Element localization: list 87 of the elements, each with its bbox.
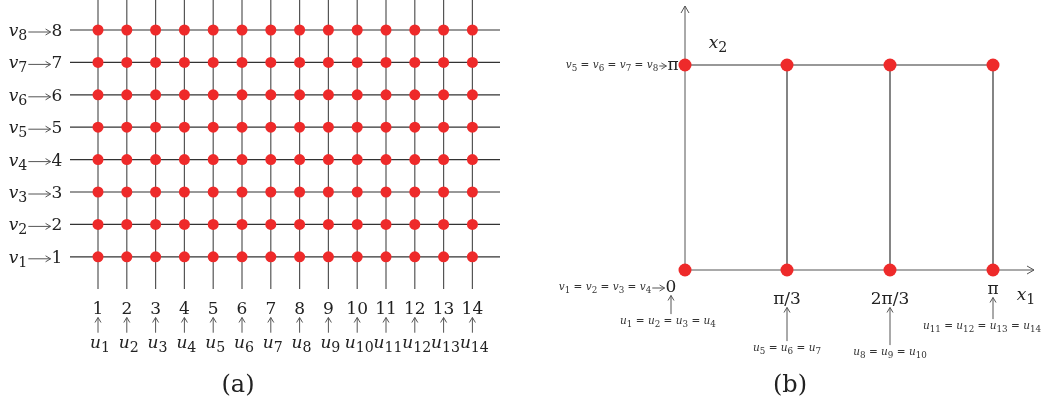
tick-label: 9 (323, 299, 334, 317)
tick-label: 3 (51, 183, 63, 201)
variable-label: u$_{10}$ (344, 333, 374, 355)
variable-label: u$_{9}$ (320, 333, 341, 355)
tick-label: 10 (346, 299, 368, 317)
arrow (651, 284, 666, 292)
panel-label: (a) (221, 372, 255, 396)
tick-label: 1 (92, 299, 104, 317)
tick-label: 7 (265, 299, 277, 317)
arrow (353, 317, 361, 334)
tick-label: π (987, 279, 999, 297)
variable-label: u$_{2}$ (118, 333, 139, 355)
axis-label: x$_{1}$ (1016, 285, 1036, 307)
variable-label: u$_{12}$ (402, 333, 432, 355)
arrow (324, 317, 332, 334)
arrow (783, 307, 791, 342)
equation-label: u$_{1}$ = u$_{2}$ = u$_{3}$ = u$_{4}$ (620, 315, 716, 329)
tick-label: 2 (51, 215, 63, 233)
arrow (27, 222, 52, 230)
arrow (152, 317, 160, 334)
axis-label: x$_{2}$ (708, 33, 728, 55)
variable-label: v$_{7}$ (8, 54, 28, 75)
arrow (27, 28, 52, 36)
tick-label: 11 (375, 299, 397, 317)
tick-label: 13 (432, 299, 455, 317)
variable-label: v$_{6}$ (8, 86, 28, 108)
tick-label: 8 (51, 21, 63, 39)
tick-label: 5 (207, 299, 219, 317)
tick-label: 6 (236, 299, 248, 317)
arrow (382, 317, 390, 334)
arrow (989, 297, 997, 320)
tick-label: π/3 (773, 289, 801, 307)
equation-label: v$_{1}$ = v$_{2}$ = v$_{3}$ = v$_{4}$ (558, 281, 652, 295)
equation-label: u$_{5}$ = u$_{6}$ = u$_{7}$ (753, 342, 821, 356)
arrow (123, 317, 131, 334)
arrow (27, 158, 52, 166)
tick-label: 12 (404, 299, 426, 317)
tick-label: 5 (51, 118, 63, 136)
tick-label: π (667, 55, 679, 73)
arrow (468, 317, 476, 334)
variable-label: u$_{8}$ (291, 333, 312, 355)
tick-label: 3 (150, 299, 161, 317)
variable-label: u$_{13}$ (431, 333, 461, 355)
variable-label: v$_{2}$ (8, 216, 28, 237)
tick-label: 0 (665, 277, 677, 295)
variable-label: u$_{3}$ (147, 333, 168, 355)
arrow (94, 317, 102, 334)
arrow (209, 317, 217, 334)
variable-label: v$_{5}$ (8, 118, 28, 140)
tick-label: 1 (51, 248, 63, 266)
tick-label: 7 (51, 53, 63, 71)
arrow (180, 317, 188, 334)
variable-label: u$_{4}$ (176, 333, 197, 355)
variable-label: u$_{1}$ (90, 333, 110, 355)
variable-label: v$_{3}$ (8, 183, 28, 205)
arrow (238, 317, 246, 334)
variable-label: u$_{5}$ (205, 333, 226, 355)
tick-label: 6 (51, 86, 63, 104)
arrow (440, 317, 448, 334)
equation-label: v$_{5}$ = v$_{6}$ = v$_{7}$ = v$_{8}$ (565, 59, 659, 73)
arrow (27, 125, 52, 133)
tick-label: 2 (121, 299, 133, 317)
variable-label: v$_{4}$ (8, 151, 28, 172)
variable-label: u$_{7}$ (262, 333, 283, 355)
variable-label: u$_{14}$ (459, 333, 489, 355)
equation-label: u$_{8}$ = u$_{9}$ = u$_{10}$ (853, 346, 927, 360)
arrow (27, 255, 52, 263)
variable-label: v$_{1}$ (8, 248, 28, 270)
arrow (27, 190, 52, 198)
tick-label: 2π/3 (870, 289, 910, 307)
arrow (27, 60, 52, 68)
arrow (658, 62, 667, 70)
variable-label: u$_{11}$ (373, 333, 403, 355)
variable-label: v$_{8}$ (8, 21, 28, 43)
equation-label: u$_{11}$ = u$_{12}$ = u$_{13}$ = u$_{14}$ (922, 320, 1042, 334)
tick-label: 14 (461, 299, 484, 317)
panel-label: (b) (772, 372, 808, 396)
arrow (886, 307, 894, 346)
arrow (667, 295, 675, 315)
arrow (27, 93, 52, 101)
arrow (411, 317, 419, 334)
tick-label: 8 (294, 299, 305, 317)
arrow (267, 317, 275, 334)
tick-label: 4 (179, 299, 190, 317)
tick-label: 4 (51, 151, 63, 169)
arrow (296, 317, 304, 334)
variable-label: u$_{6}$ (234, 333, 254, 355)
